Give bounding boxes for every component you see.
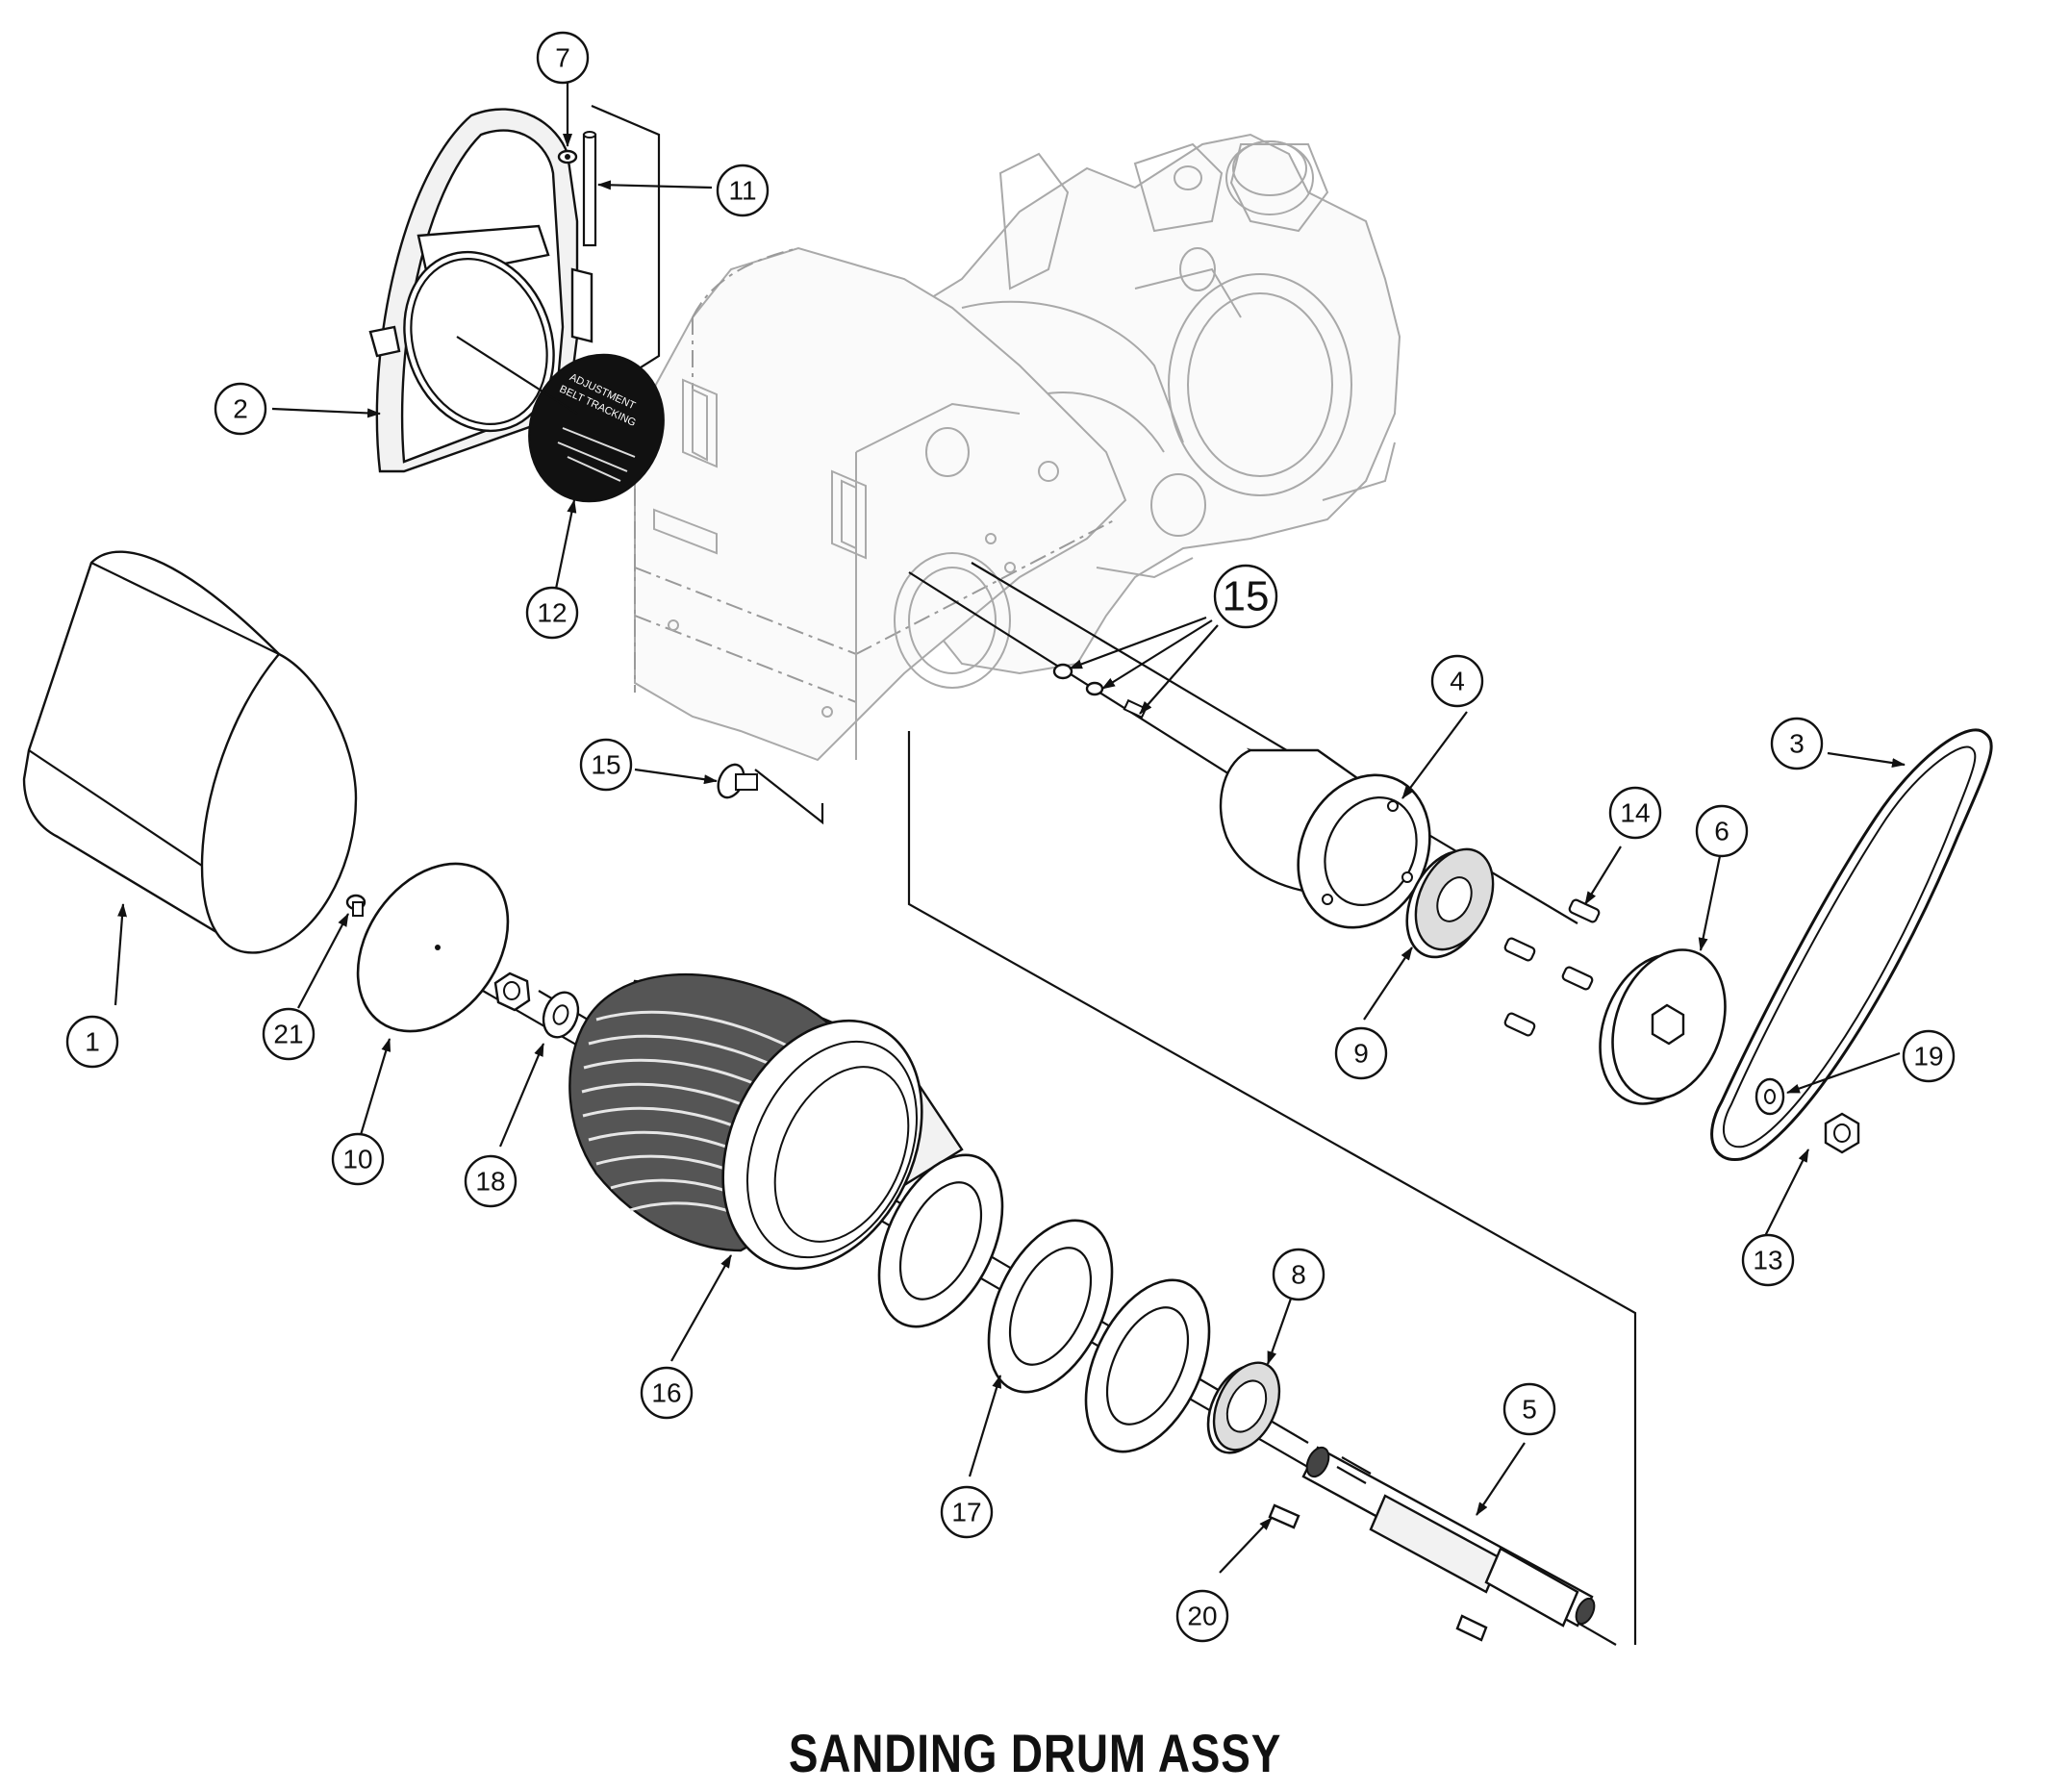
svg-text:3: 3: [1789, 729, 1805, 759]
callout-5: 5: [1502, 1382, 1556, 1436]
svg-text:11: 11: [728, 176, 756, 206]
svg-text:15: 15: [591, 750, 620, 780]
callout-10: 10: [331, 1132, 385, 1186]
part-20-keys: [1268, 1503, 1488, 1642]
callout-1: 1: [65, 1015, 119, 1069]
svg-text:18: 18: [475, 1167, 505, 1197]
part-8-bearing: [1206, 1361, 1281, 1454]
callout-4: 4: [1430, 654, 1484, 708]
svg-text:8: 8: [1291, 1260, 1306, 1290]
diagram-title: SANDING DRUM ASSY: [788, 1723, 1282, 1783]
callout-19: 19: [1902, 1029, 1956, 1083]
svg-text:7: 7: [555, 43, 570, 73]
part-5-drum-shaft: [1301, 1446, 1596, 1628]
part-7-screw: [557, 149, 578, 164]
svg-text:2: 2: [233, 394, 248, 424]
svg-text:9: 9: [1353, 1039, 1369, 1069]
callout-20: 20: [1175, 1589, 1229, 1643]
part-9-bearing: [1405, 847, 1495, 959]
part-14-cap-screws: [1503, 898, 1601, 1037]
part-3-v-belt: [1710, 728, 1993, 1162]
svg-text:16: 16: [651, 1378, 681, 1408]
svg-text:14: 14: [1620, 798, 1650, 828]
part-6-drive-pulley: [1599, 948, 1727, 1105]
callout-12: 12: [525, 586, 579, 640]
callout-15-secondary: 15: [579, 738, 633, 792]
callout-arrows: [114, 82, 1906, 1574]
svg-text:13: 13: [1753, 1246, 1782, 1275]
svg-text:20: 20: [1187, 1602, 1217, 1631]
callout-9: 9: [1334, 1026, 1388, 1080]
svg-text:6: 6: [1714, 817, 1729, 846]
machine-frame-ghost: [634, 133, 1401, 762]
callout-18: 18: [464, 1154, 518, 1208]
part-16-sanding-drum: [568, 973, 964, 1271]
part-19-washer: [1754, 1077, 1785, 1116]
part-12-belt-tracking-decal: ADJUSTMENT BELT TRACKING: [456, 336, 665, 503]
callout-21: 21: [262, 1007, 316, 1061]
part-13-nut: [1824, 1112, 1860, 1154]
callout-11: 11: [716, 164, 770, 217]
svg-text:19: 19: [1913, 1042, 1943, 1072]
part-10-end-disc: [356, 862, 510, 1033]
part-1-sanding-belt: [22, 550, 358, 954]
part-4-bearing-housing: [1219, 747, 1431, 929]
part-18-nut-and-washer: [493, 972, 580, 1039]
svg-text:1: 1: [85, 1027, 100, 1057]
svg-text:15: 15: [1223, 573, 1270, 620]
part-11-adjusting-rod: [582, 131, 597, 247]
svg-text:10: 10: [342, 1145, 372, 1174]
callout-17: 17: [940, 1485, 994, 1539]
part-21-screw: [345, 894, 366, 917]
callout-6: 6: [1695, 804, 1749, 858]
callout-7: 7: [536, 31, 590, 85]
svg-text:21: 21: [273, 1020, 303, 1049]
callout-13: 13: [1741, 1233, 1795, 1287]
callout-14: 14: [1608, 786, 1662, 840]
svg-text:5: 5: [1522, 1395, 1537, 1425]
callout-16: 16: [640, 1366, 694, 1420]
part-17-spacer-rings: [877, 1153, 1211, 1453]
callout-3: 3: [1770, 717, 1824, 770]
callout-2: 2: [214, 382, 267, 436]
svg-text:4: 4: [1450, 667, 1465, 696]
callout-15-primary: 15: [1213, 564, 1278, 629]
svg-text:12: 12: [537, 598, 567, 628]
svg-text:17: 17: [951, 1498, 981, 1527]
callout-8: 8: [1272, 1248, 1325, 1301]
